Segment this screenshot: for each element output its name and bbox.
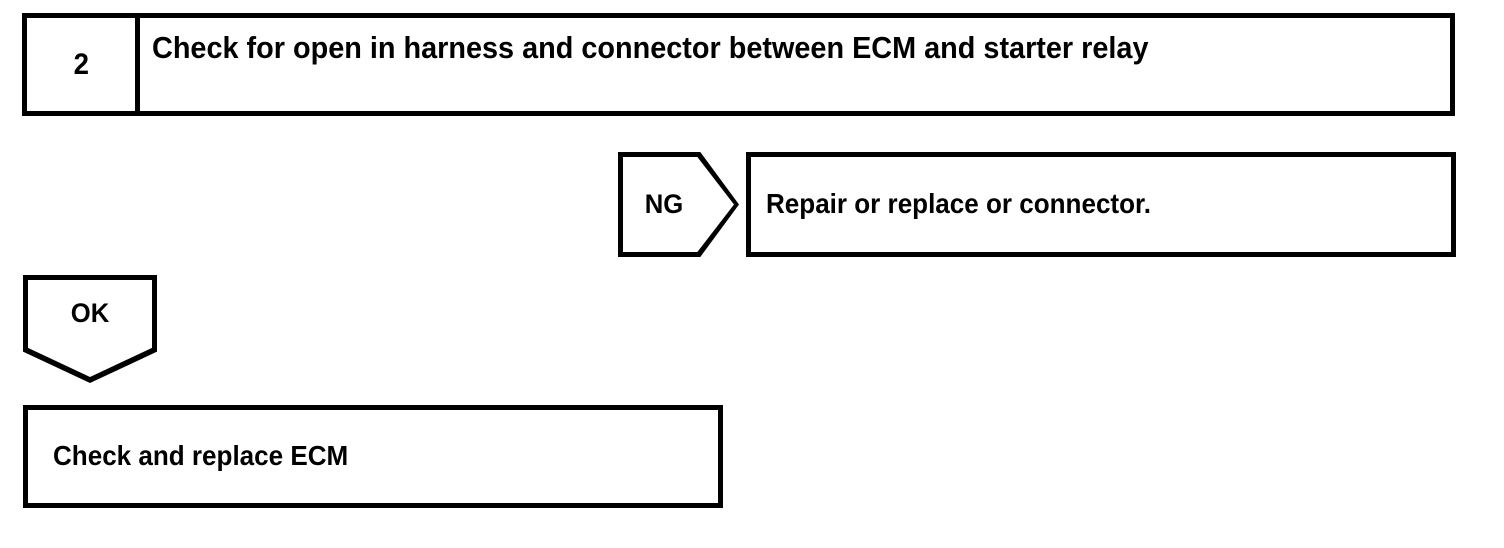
- step-title-cell: Check for open in harness and connector …: [140, 18, 1450, 111]
- ok-result-text: Check and replace ECM: [53, 440, 349, 472]
- ok-branch-arrow: OK: [23, 275, 157, 383]
- step-number-text: 2: [73, 47, 89, 81]
- step-header-box: 2 Check for open in harness and connecto…: [22, 13, 1455, 116]
- ok-branch-label: OK: [70, 297, 110, 328]
- ng-branch-label: NG: [644, 189, 684, 219]
- ok-result-box: Check and replace ECM: [23, 405, 723, 508]
- step-number-cell: 2: [27, 18, 140, 111]
- ng-result-text: Repair or replace or connector.: [766, 188, 1151, 220]
- step-title-text: Check for open in harness and connector …: [152, 30, 1149, 65]
- ng-branch-arrow: NG: [618, 152, 739, 257]
- ng-result-box: Repair or replace or connector.: [746, 152, 1456, 257]
